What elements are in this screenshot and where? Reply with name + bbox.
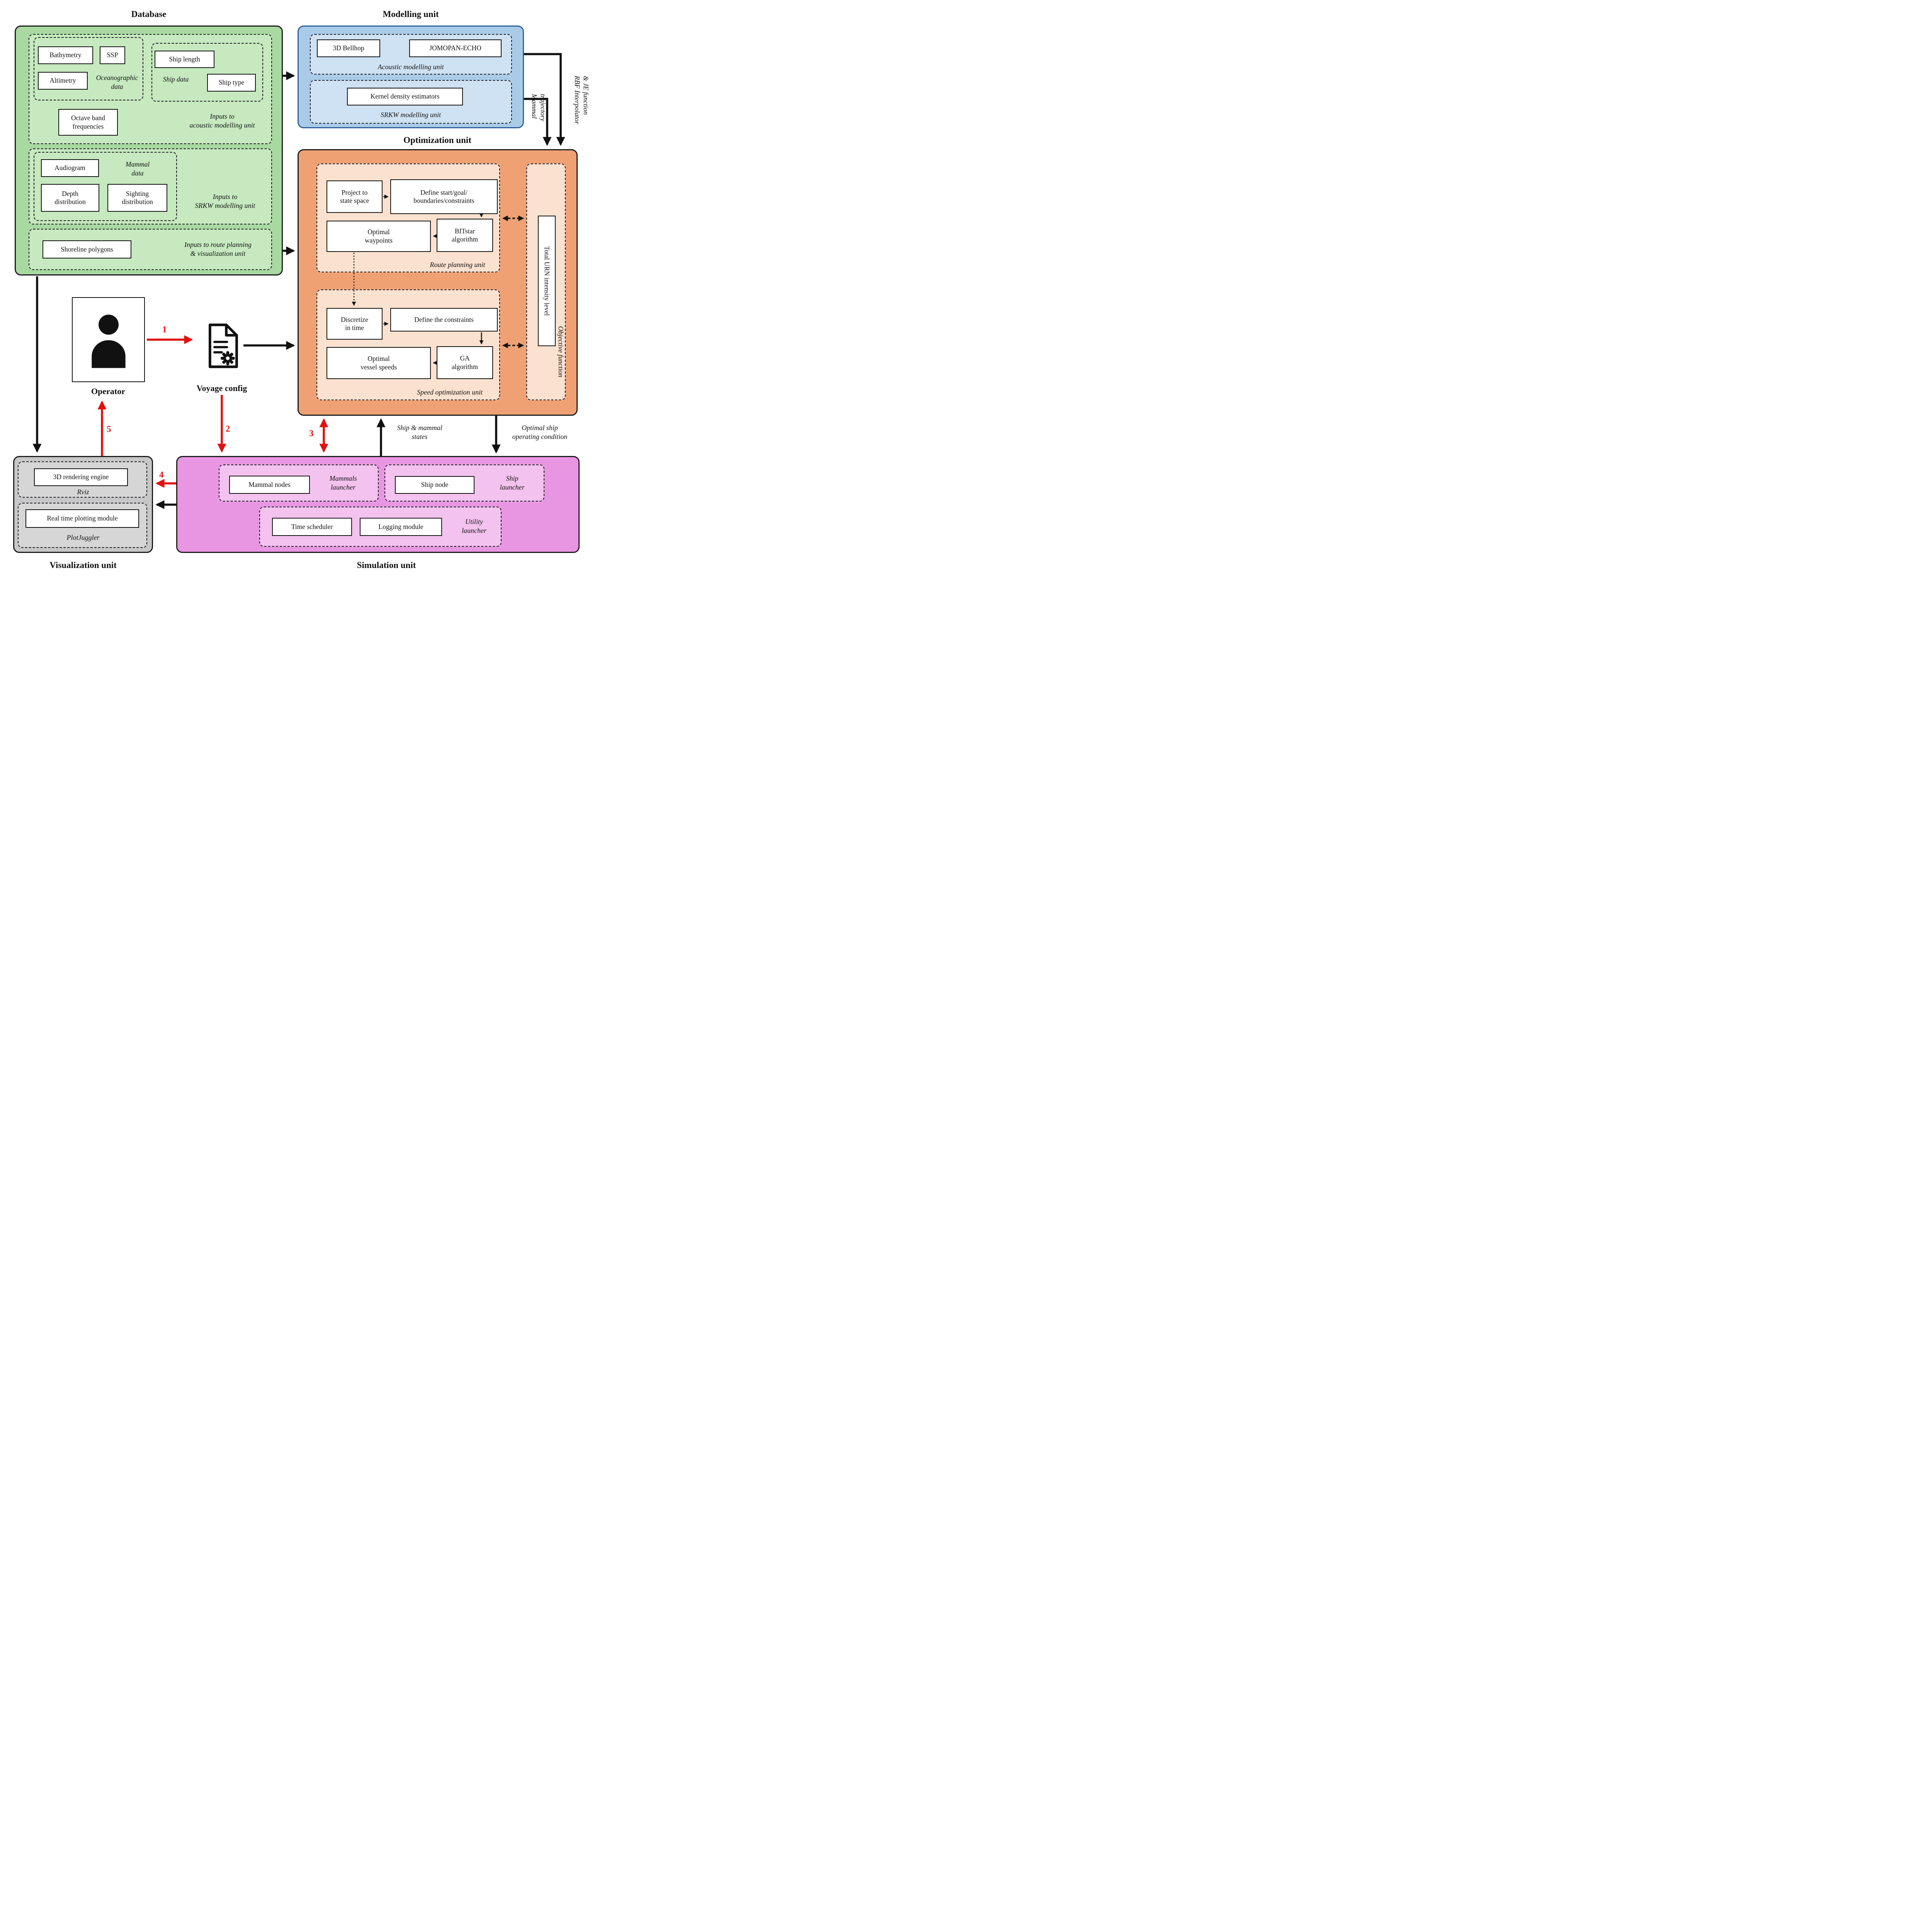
person-icon (86, 307, 131, 374)
ga-algorithm-box: GA algorithm (437, 346, 493, 379)
time-scheduler-box: Time scheduler (272, 518, 352, 536)
modelling-title: Modelling unit (383, 9, 439, 19)
acoustic-modelling-label: Acoustic modelling unit (378, 63, 444, 71)
mammal-data-group (34, 152, 177, 221)
ship-data-label: Ship data (163, 75, 189, 83)
operator-label: Operator (91, 386, 125, 396)
discretize-box: Discretize in time (327, 308, 383, 340)
step-5-label: 5 (107, 424, 111, 434)
total-urn-text: Total URN intensity level (543, 246, 551, 316)
optimal-ship-condition-label: Optimal ship operating condition (512, 424, 568, 441)
plotjuggler-label: PlotJuggler (66, 534, 100, 541)
ship-length-box: Ship length (155, 51, 214, 68)
route-inputs-label: Inputs to route planning & visualization… (184, 241, 252, 258)
jomopan-box: JOMOPAN-ECHO (409, 39, 502, 57)
rendering-engine-box: 3D rendering engine (34, 468, 128, 486)
shoreline-polygons-box: Shoreline polygons (43, 240, 131, 259)
visualization-title: Visualization unit (49, 560, 117, 570)
utility-launcher-label: Utility launcher (462, 518, 486, 535)
optimization-title: Optimization unit (403, 135, 471, 145)
mammal-data-label: Mammal data (125, 160, 150, 177)
bathymetry-box: Bathymetry (38, 46, 93, 64)
speed-optimization-label: Speed optimization unit (417, 388, 483, 396)
project-state-space-box: Project to state space (327, 180, 383, 213)
step-3-label: 3 (309, 429, 314, 438)
simulation-title: Simulation unit (357, 560, 416, 570)
audiogram-box: Audiogram (41, 159, 99, 177)
database-title: Database (131, 9, 167, 19)
define-start-goal-box: Define start/goal/ boundaries/constraint… (390, 179, 498, 214)
rbf-interpolator-label: RBF Interpolator & JE function (573, 76, 590, 124)
route-planning-label: Route planning unit (430, 261, 485, 269)
srkw-modelling-label: SRKW modelling unit (381, 111, 441, 119)
speed-optimization-group (316, 289, 500, 400)
oceanographic-data-group (34, 37, 143, 100)
define-constraints-box: Define the constraints (390, 308, 498, 332)
bellhop-box: 3D Bellhop (317, 39, 380, 57)
system-architecture-diagram: Database Modelling unit Optimization uni… (0, 0, 599, 579)
acoustic-inputs-label: Inputs to acoustic modelling unit (189, 112, 255, 129)
bitstar-box: BITstar algorithm (437, 219, 493, 252)
step-4-label: 4 (159, 470, 164, 480)
ssp-box: SSP (100, 46, 125, 64)
realtime-plotting-box: Real time plotting module (26, 509, 139, 528)
rviz-label: Rviz (77, 488, 89, 496)
logging-module-box: Logging module (360, 518, 442, 536)
total-urn-box: Total URN intensity level (538, 216, 556, 346)
sighting-distribution-box: Sighting distribution (107, 184, 167, 212)
voyage-config-label: Voyage config (196, 383, 247, 393)
ship-node-box: Ship node (395, 476, 474, 494)
ship-launcher-label: Ship launcher (500, 474, 525, 492)
vessel-speeds-box: Optimal vessel speeds (327, 347, 431, 379)
altimetry-box: Altimetry (38, 72, 88, 90)
oceanographic-data-label: Oceanographic data (96, 74, 138, 90)
step-1-label: 1 (162, 325, 167, 334)
mammals-launcher-label: Mammals launcher (329, 474, 357, 492)
mammal-trajectory-label: Mammal trajectory (531, 94, 547, 121)
ship-mammal-states-label: Ship & mammal states (397, 424, 442, 441)
ship-type-box: Ship type (207, 74, 256, 92)
octave-band-box: Octave band frequencies (58, 109, 118, 136)
document-gear-icon (204, 322, 241, 371)
step-2-label: 2 (226, 424, 230, 434)
kernel-density-box: Kernel density estimators (347, 88, 463, 105)
depth-distribution-box: Depth distribution (41, 184, 99, 212)
objective-function-label: Objective function (557, 326, 565, 378)
optimal-waypoints-box: Optimal waypoints (327, 221, 431, 252)
srkw-inputs-label: Inputs to SRKW modelling unit (195, 193, 255, 210)
mammal-nodes-box: Mammal nodes (229, 476, 310, 494)
ship-data-group (151, 43, 263, 102)
